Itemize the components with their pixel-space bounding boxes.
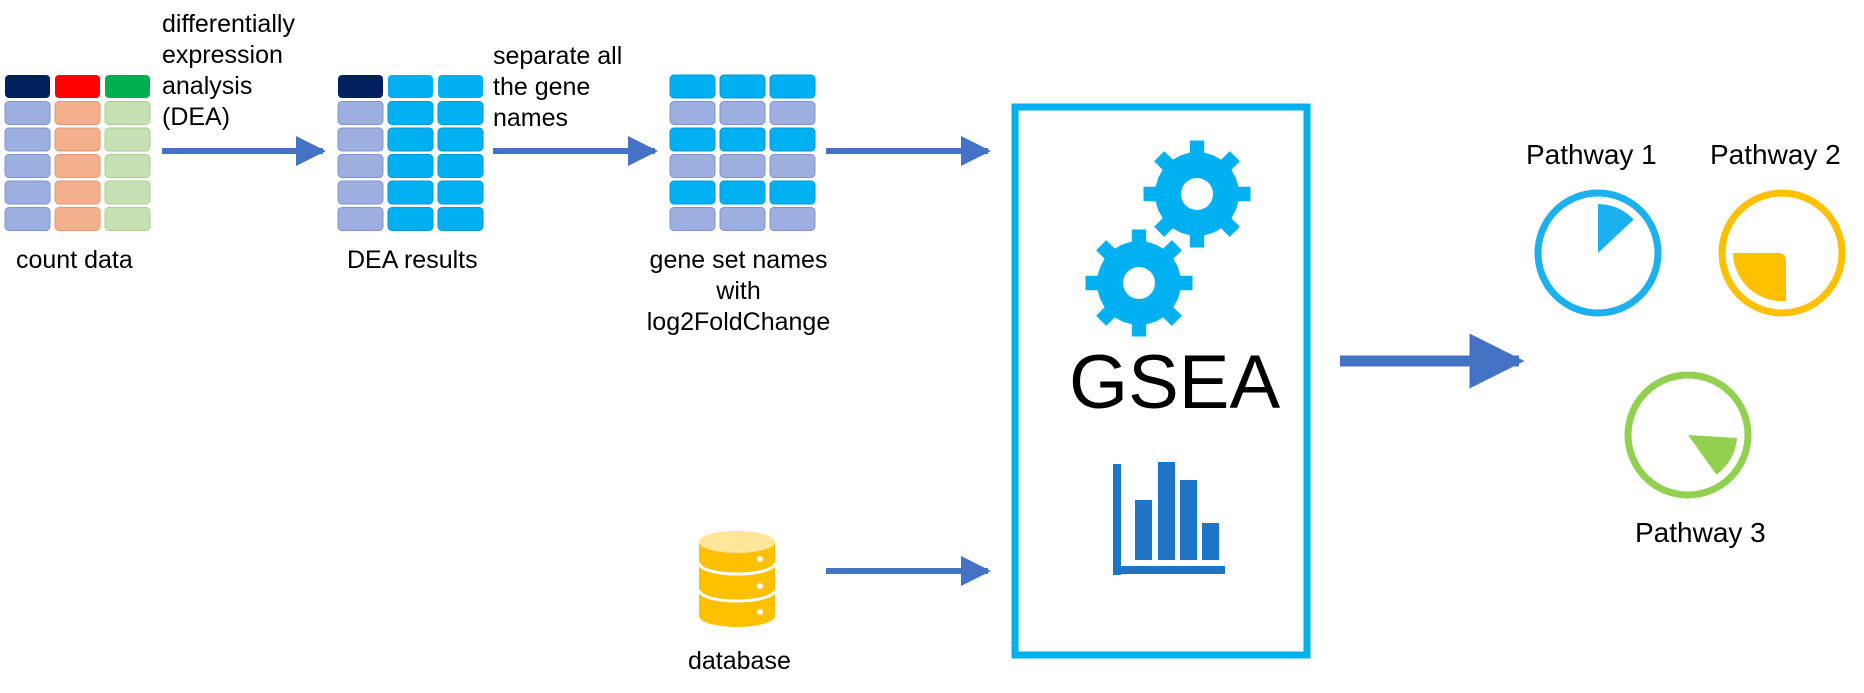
table-header-cell [338,75,383,98]
table-cell [669,127,716,152]
table-cell [337,154,384,178]
table-cell [54,180,101,205]
table-cell [4,207,51,231]
table-cell [104,101,151,125]
pathway-pies [1534,189,1846,499]
table-cell [387,154,434,178]
table-cell [437,207,484,231]
table-cell [337,127,384,152]
gsea-box [1011,103,1311,659]
table-header-cell [438,75,483,98]
pathway-pie-slice [1733,253,1786,302]
table-cell [337,207,384,231]
pathway-pie-slice [1598,204,1634,253]
table-cell [104,127,151,152]
table-cell [54,207,101,231]
pathway-label-3: Pathway 3 [1635,517,1766,548]
table-header-cell [5,75,50,98]
dea-step-label: differentially expression analysis (DEA) [162,10,295,131]
table-cell [719,127,766,152]
table-cell [104,154,151,178]
table-cell [4,154,51,178]
table-cell [437,127,484,152]
separate-step-label: separate all the gene names [493,42,623,132]
dea-results-table [337,75,484,231]
table-cell [337,180,384,205]
table-cell [437,180,484,205]
table-cell [769,207,816,231]
pathway-pie-ring [1624,371,1752,499]
table-cell [769,127,816,152]
database-label: database [688,647,791,675]
table-cell [719,207,766,231]
pathway-pie-slice [1688,435,1737,475]
table-cell [769,74,816,99]
table-cell [104,180,151,205]
table-cell [719,154,766,178]
gear-icon [1143,140,1251,248]
gene-set-table [669,74,816,231]
table-cell [669,180,716,205]
bar-chart-icon [1113,462,1225,575]
table-cell [4,101,51,125]
table-cell [54,101,101,125]
table-cell [769,180,816,205]
table-cell [387,180,434,205]
table-cell [719,74,766,99]
table-cell [54,154,101,178]
pathway-label-2: Pathway 2 [1710,139,1841,170]
table-cell [4,127,51,152]
table-cell [337,101,384,125]
table-cell [769,154,816,178]
table-header-cell [105,75,150,98]
table-cell [719,180,766,205]
gene-set-label: gene set names with log2FoldChange [646,246,831,336]
gear-icon [1085,229,1193,337]
count-data-label: count data [16,246,133,274]
table-cell [669,154,716,178]
gsea-title: GSEA [1069,340,1281,425]
table-cell [719,101,766,125]
table-cell [437,154,484,178]
table-cell [669,207,716,231]
table-cell [669,101,716,125]
pathway-label-1: Pathway 1 [1526,139,1657,170]
table-cell [104,207,151,231]
table-header-cell [388,75,433,98]
count-data-table [4,75,151,231]
database-icon [697,531,777,627]
table-cell [387,101,434,125]
table-cell [387,207,434,231]
table-header-cell [55,75,100,98]
table-cell [54,127,101,152]
pathway-pie-ring [1718,189,1846,317]
table-cell [769,101,816,125]
table-cell [4,180,51,205]
dea-results-label: DEA results [347,246,478,274]
table-cell [387,127,434,152]
table-cell [669,74,716,99]
table-cell [437,101,484,125]
pathway-pie-ring [1534,189,1662,317]
